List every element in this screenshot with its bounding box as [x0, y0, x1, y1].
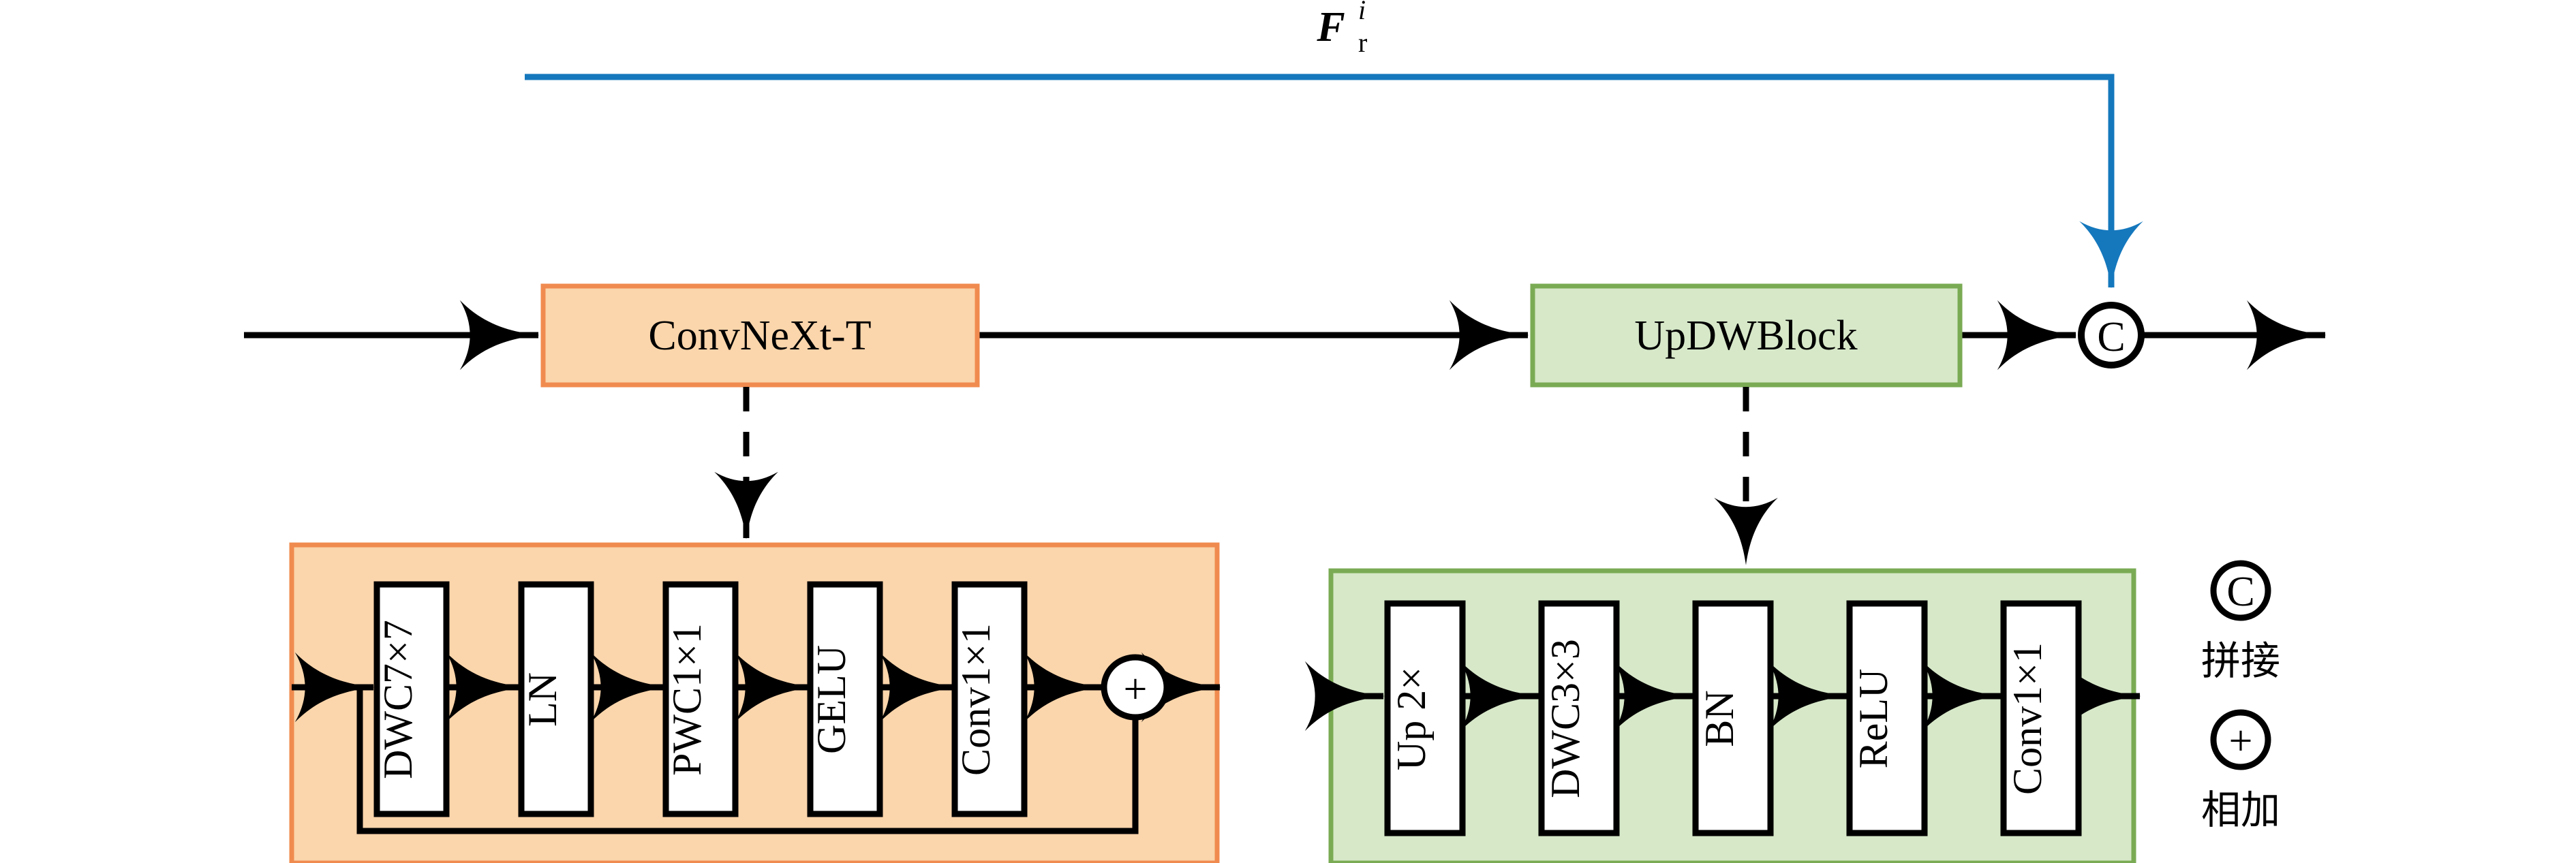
- layer-box-updw-conv1x1-shape: [2000, 600, 2082, 836]
- layer-box-gelu-shape: [807, 581, 883, 817]
- updwblock-detail-group: Up 2× DWC3×3 BN ReLU Conv1×1: [1304, 568, 2141, 863]
- layer-box-conv1x1-shape: [951, 581, 1028, 817]
- legend-add-glyph: +: [2229, 718, 2253, 764]
- stage-box-convnext[interactable]: ConvNeXt-T: [540, 283, 980, 388]
- skip-label-subscript: r: [1358, 27, 1367, 58]
- layer-box-conv1x1-label: Conv1×1: [953, 623, 998, 776]
- layer-box-dwc7x7-label: DWC7×7: [375, 620, 420, 779]
- legend-item-add: + 相加: [2201, 709, 2280, 832]
- layer-box-dwc3x3[interactable]: DWC3×3: [1538, 600, 1620, 836]
- legend-concat-label: 拼接: [2201, 639, 2280, 683]
- layer-box-up2x-label: Up 2×: [1389, 667, 1434, 770]
- layer-box-pwc1x1-label: PWC1×1: [664, 623, 709, 776]
- layer-box-gelu[interactable]: GELU: [807, 581, 883, 817]
- layer-box-bn-label: BN: [1697, 690, 1742, 747]
- updwblock-box-shape: [1530, 283, 1963, 388]
- legend-item-concat: C 拼接: [2201, 560, 2280, 683]
- layer-box-ln-label: LN: [520, 672, 565, 727]
- layer-box-updw-conv1x1[interactable]: Conv1×1: [2000, 600, 2082, 836]
- layer-box-updw-conv1x1-label: Conv1×1: [2005, 642, 2050, 795]
- layer-box-dwc3x3-label: DWC3×3: [1543, 639, 1588, 798]
- updwblock-box-label: UpDWBlock: [1634, 313, 1857, 359]
- legend-add-label: 相加: [2201, 788, 2280, 832]
- residual-add-circle-shape: [1101, 654, 1170, 721]
- skip-connection-path: [525, 74, 2143, 289]
- legend-concat-circle-icon: [2210, 560, 2271, 621]
- convnext-detail-group: DWC7×7 LN PWC1×1 GELU Conv1×1 +: [289, 542, 1221, 863]
- layer-box-pwc1x1-shape: [662, 581, 739, 817]
- legend-concat-glyph: C: [2226, 569, 2254, 615]
- residual-add-node[interactable]: +: [1101, 654, 1170, 721]
- layer-box-bn[interactable]: BN: [1692, 600, 1774, 836]
- layer-box-up2x-shape: [1384, 600, 1466, 836]
- legend: C 拼接 + 相加: [2201, 560, 2280, 832]
- layer-box-relu-shape: [1846, 600, 1928, 836]
- skip-connection-line: [525, 74, 2143, 289]
- layer-box-dwc3x3-shape: [1538, 600, 1620, 836]
- stage-box-updwblock[interactable]: UpDWBlock: [1530, 283, 1963, 388]
- layer-box-relu-label: ReLU: [1851, 669, 1896, 769]
- layer-box-dwc7x7-shape: [373, 581, 450, 817]
- layer-box-dwc7x7[interactable]: DWC7×7: [373, 581, 450, 817]
- layer-box-bn-shape: [1692, 600, 1774, 836]
- layer-box-gelu-label: GELU: [809, 645, 854, 754]
- skip-label-superscript: i: [1358, 0, 1366, 25]
- concat-circle-shape: [2078, 302, 2145, 368]
- legend-add-circle-icon: [2210, 709, 2271, 770]
- residual-add-glyph: +: [1124, 666, 1148, 712]
- layer-box-ln[interactable]: LN: [518, 581, 594, 817]
- layer-box-ln-shape: [518, 581, 594, 817]
- convnext-box-label: ConvNeXt-T: [648, 313, 871, 359]
- layer-box-up2x[interactable]: Up 2×: [1384, 600, 1466, 836]
- skip-label-symbol: F: [1316, 4, 1345, 50]
- skip-connection-label: F i r: [1316, 0, 1367, 58]
- convnext-box-shape: [540, 283, 980, 388]
- layer-box-relu[interactable]: ReLU: [1846, 600, 1928, 836]
- concat-circle-glyph: C: [2097, 314, 2125, 360]
- layer-box-conv1x1[interactable]: Conv1×1: [951, 581, 1028, 817]
- layer-box-pwc1x1[interactable]: PWC1×1: [662, 581, 739, 817]
- convnext-residual-bypass-path: [356, 687, 1139, 834]
- concat-node[interactable]: C: [2078, 302, 2145, 368]
